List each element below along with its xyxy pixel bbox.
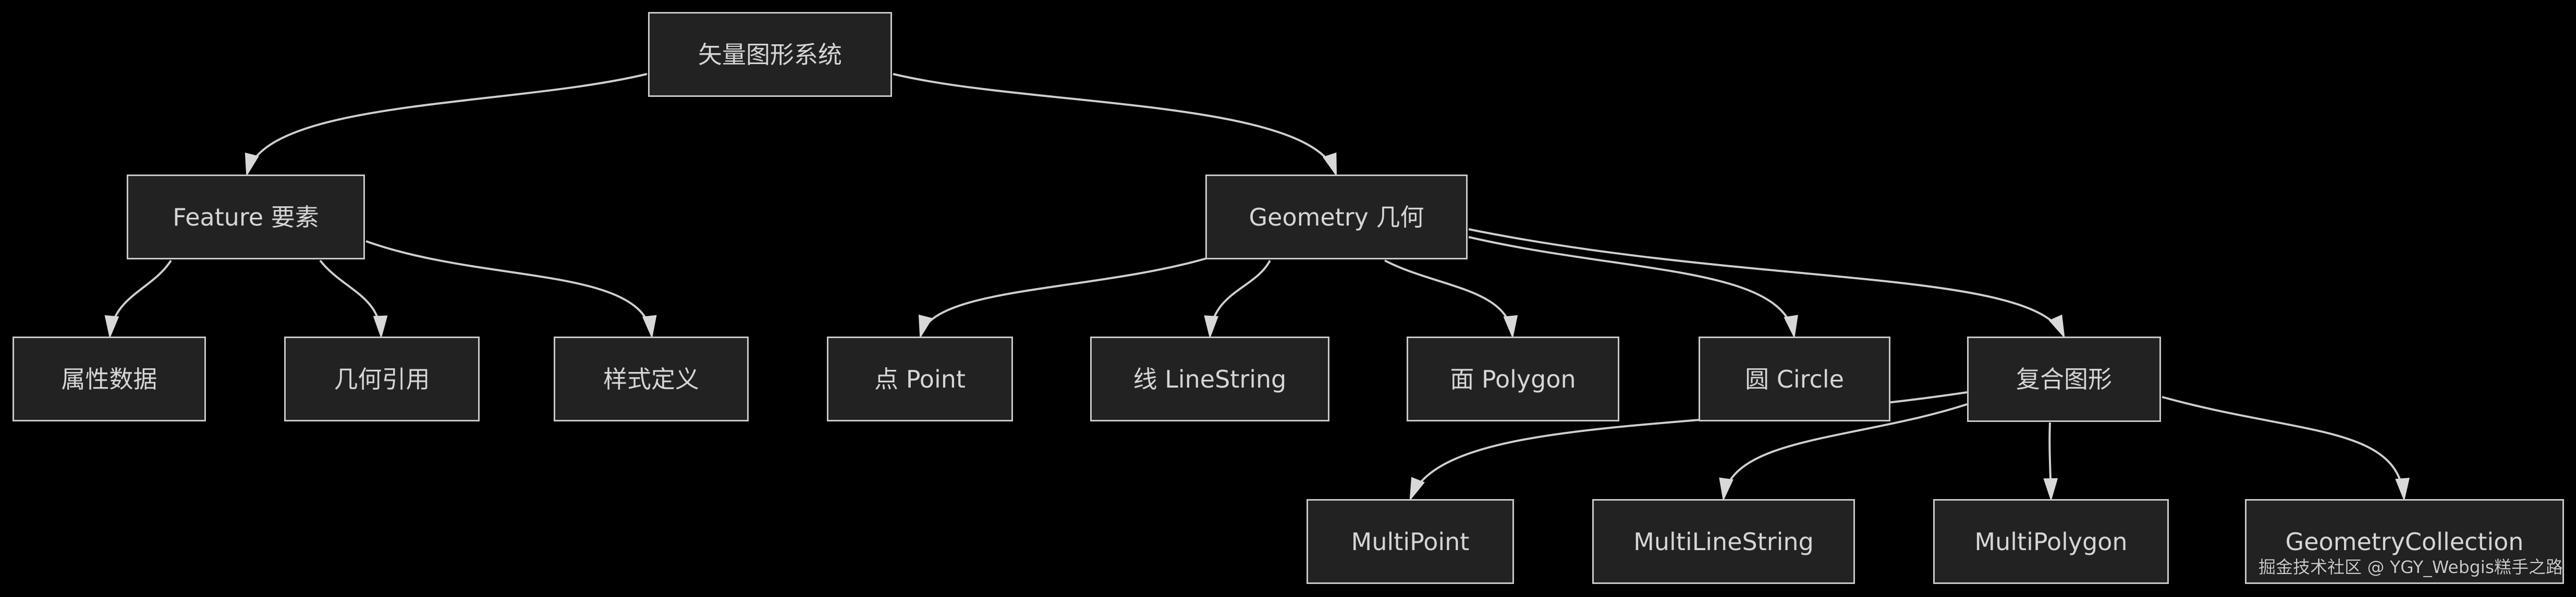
edge-composite-multipolygon — [2049, 422, 2051, 498]
node-multipolygon: MultiPolygon — [1933, 499, 2169, 584]
edge-composite-geometrycollection — [2162, 396, 2404, 498]
node-style: 样式定义 — [554, 337, 749, 421]
node-attr: 属性数据 — [13, 337, 206, 421]
node-geometry: Geometry 几何 — [1205, 175, 1468, 259]
edge-geometry-linestring — [1210, 260, 1271, 335]
edge-root-geometry — [893, 73, 1336, 173]
node-circle: 圆 Circle — [1699, 337, 1890, 421]
node-multipoint: MultiPoint — [1307, 499, 1514, 584]
node-feature: Feature 要素 — [127, 175, 365, 259]
node-georef: 几何引用 — [284, 337, 480, 421]
edge-composite-multilinestring — [1724, 403, 1968, 498]
node-point: 点 Point — [827, 337, 1013, 421]
node-root: 矢量图形系统 — [648, 12, 892, 97]
node-linestring: 线 LineString — [1090, 337, 1329, 421]
node-multilinestring: MultiLineString — [1592, 499, 1855, 584]
edge-feature-georef — [319, 259, 381, 335]
node-geometrycollection: GeometryCollection — [2245, 499, 2564, 584]
edge-geometry-polygon — [1384, 259, 1512, 335]
edge-root-feature — [247, 73, 648, 173]
edge-geometry-composite — [1468, 228, 2064, 335]
edge-feature-style — [365, 240, 652, 335]
edge-geometry-point — [921, 257, 1207, 335]
watermark: 掘金技术社区 @ YGY_Webgis糕手之路 — [2258, 557, 2563, 577]
node-composite: 复合图形 — [1967, 337, 2161, 422]
edge-geometry-circle — [1468, 236, 1794, 335]
edge-feature-attr — [110, 259, 172, 335]
node-polygon: 面 Polygon — [1407, 337, 1619, 421]
